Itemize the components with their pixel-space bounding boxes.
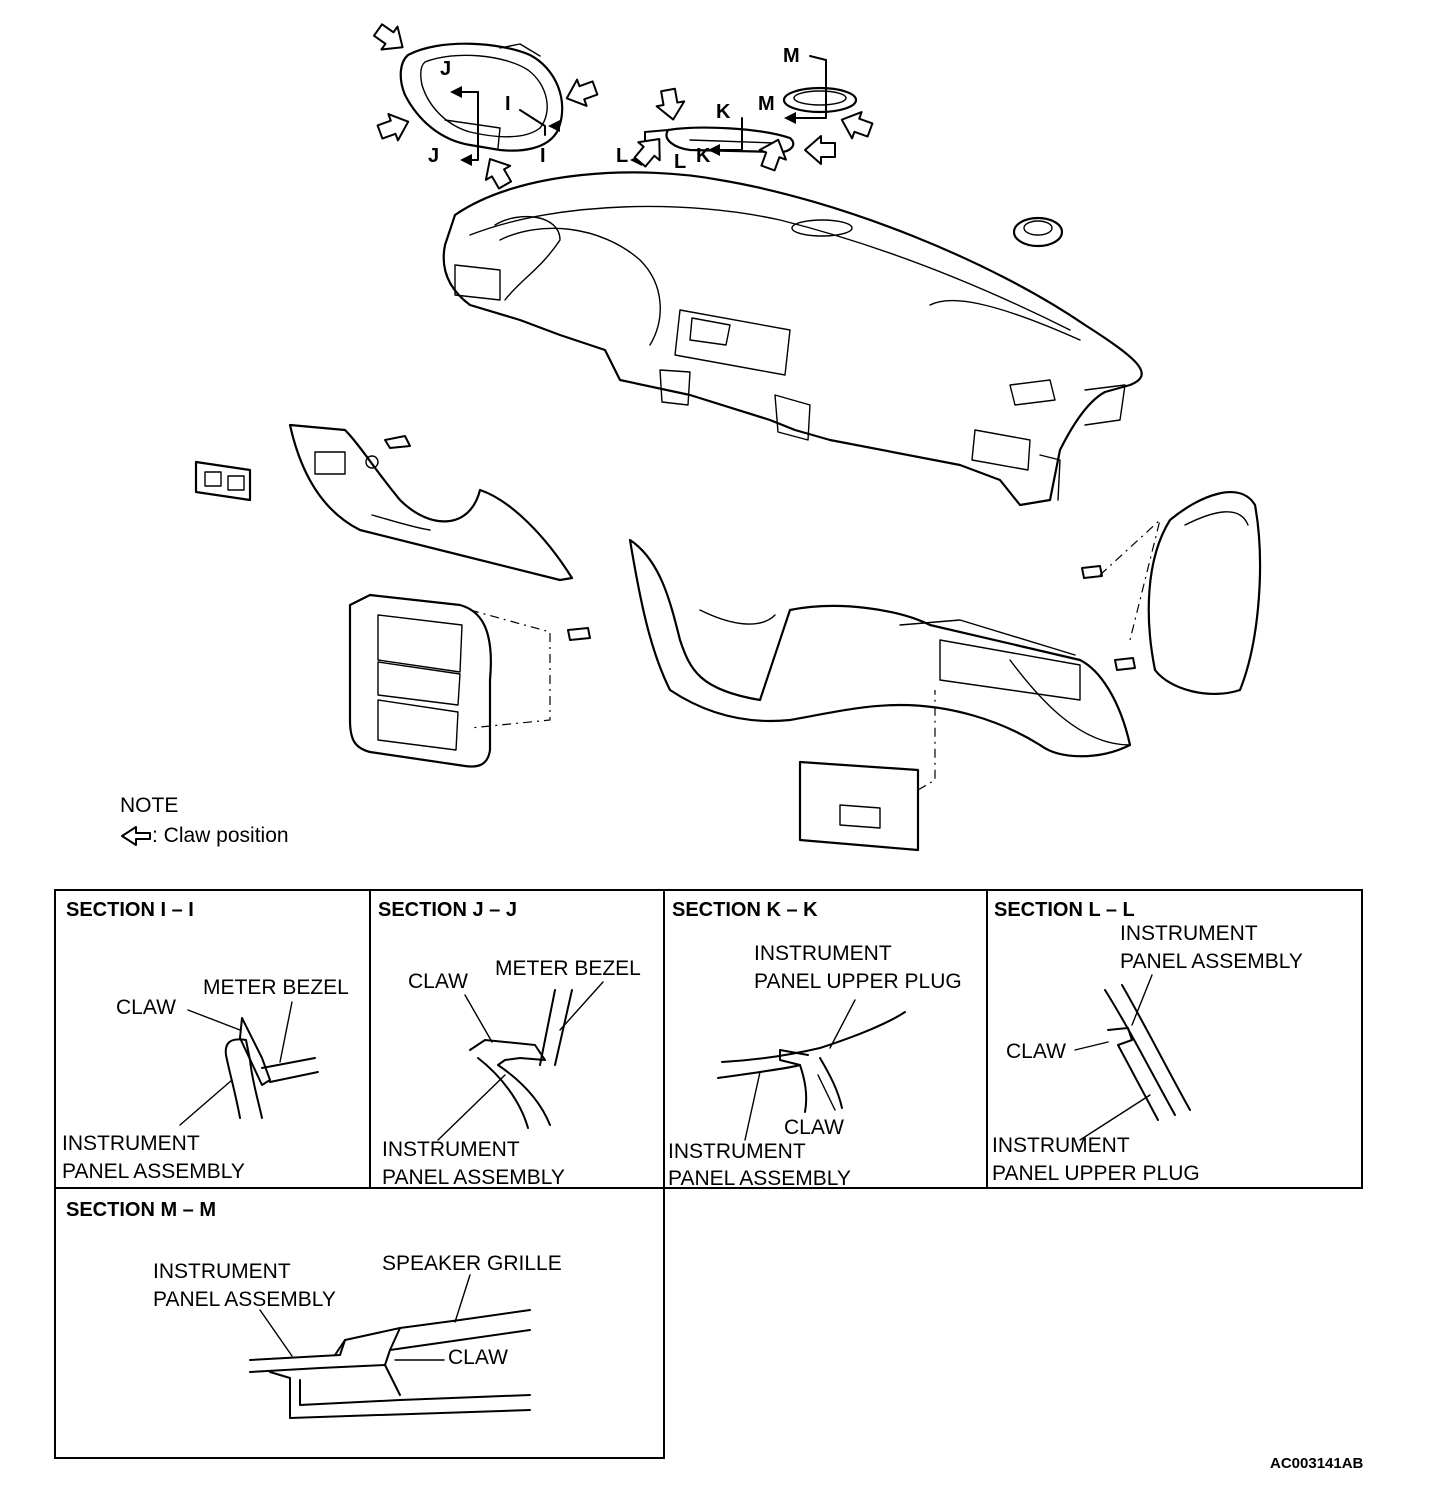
section-title: SECTION L – L	[994, 899, 1135, 921]
panel-label-line2: PANEL ASSEMBLY	[153, 1288, 336, 1311]
section-mark-m: M	[758, 93, 775, 115]
note-title: NOTE	[120, 794, 178, 817]
claw-label: CLAW	[1006, 1040, 1066, 1063]
speaker-grille	[782, 86, 858, 114]
section-title: SECTION K – K	[672, 899, 818, 921]
section-j-j: SECTION J – J CLAW METER BEZEL INSTRUMEN…	[378, 899, 641, 1189]
note-legend: : Claw position	[152, 824, 289, 847]
plug-label-line2: PANEL UPPER PLUG	[754, 970, 962, 993]
section-i-i: SECTION I – I CLAW METER BEZEL INSTRUMEN…	[62, 899, 349, 1183]
claw-arrow-icon	[804, 135, 836, 165]
section-mark-k: K	[716, 101, 731, 123]
claw-arrow-icon	[628, 129, 672, 172]
plug-label-line1: INSTRUMENT	[754, 942, 892, 965]
instrument-panel-upper-plug	[665, 126, 795, 154]
claw-arrow-icon	[368, 17, 412, 60]
instrument-panel-assembly	[442, 171, 1143, 507]
instrument-panel-lower-center	[628, 538, 1136, 758]
section-line-i	[519, 109, 546, 136]
claw-arrow-icon	[836, 105, 876, 145]
section-title: SECTION J – J	[378, 899, 517, 921]
section-mark-j: J	[440, 58, 451, 80]
section-mark-l: L	[674, 151, 686, 173]
side-speaker-cap	[1012, 216, 1064, 248]
section-m-m: SECTION M – M INSTRUMENT PANEL ASSEMBLY …	[66, 1199, 562, 1419]
meter-bezel-label: METER BEZEL	[203, 976, 349, 999]
center-panel	[348, 593, 591, 768]
section-mark-i: I	[540, 145, 546, 167]
claw-label: CLAW	[116, 996, 176, 1019]
claw-arrow-icon	[374, 107, 414, 147]
section-title: SECTION M – M	[66, 1199, 216, 1221]
panel-label-line1: INSTRUMENT	[153, 1260, 291, 1283]
plug-label-line2: PANEL UPPER PLUG	[992, 1162, 1200, 1185]
meter-bezel	[399, 42, 564, 152]
grille-label: SPEAKER GRILLE	[382, 1252, 562, 1275]
side-panel-cover	[1099, 491, 1262, 695]
section-k-k: SECTION K – K INSTRUMENT PANEL UPPER PLU…	[668, 899, 962, 1190]
section-title: SECTION I – I	[66, 899, 194, 921]
panel-label-line2: PANEL ASSEMBLY	[382, 1166, 565, 1189]
lower-cover-panel	[798, 690, 936, 852]
panel-label-line2: PANEL ASSEMBLY	[1120, 950, 1303, 973]
claw-label: CLAW	[448, 1346, 508, 1369]
claw-label: CLAW	[784, 1116, 844, 1139]
meter-bezel-label: METER BEZEL	[495, 957, 641, 980]
plug-label-line1: INSTRUMENT	[992, 1134, 1130, 1157]
section-mark-l: L	[616, 145, 628, 167]
section-mark-m: M	[783, 45, 800, 67]
section-mark-k: K	[696, 145, 711, 167]
panel-label-line2: PANEL ASSEMBLY	[62, 1160, 245, 1183]
instrument-panel-lower-left	[288, 423, 574, 582]
panel-label-line1: INSTRUMENT	[668, 1140, 806, 1163]
hollow-arrow-icon	[121, 826, 151, 846]
panel-label-line2: PANEL ASSEMBLY	[668, 1167, 851, 1190]
panel-label-line1: INSTRUMENT	[62, 1132, 200, 1155]
panel-label-line1: INSTRUMENT	[1120, 922, 1258, 945]
figure-code: AC003141AB	[1270, 1455, 1364, 1472]
exploded-view: J J I I K K L L M M	[120, 17, 1262, 852]
claw-arrow-icon	[653, 86, 688, 123]
section-mark-i: I	[505, 93, 511, 115]
claw-label: CLAW	[408, 970, 468, 993]
section-l-l: SECTION L – L INSTRUMENT PANEL ASSEMBLY …	[992, 899, 1303, 1185]
panel-label-line1: INSTRUMENT	[382, 1138, 520, 1161]
section-mark-j: J	[428, 145, 439, 167]
switch-assembly	[194, 460, 252, 502]
claw-arrow-icon	[561, 73, 601, 113]
claw-arrow-icon	[476, 151, 519, 193]
section-table	[54, 889, 1363, 1459]
